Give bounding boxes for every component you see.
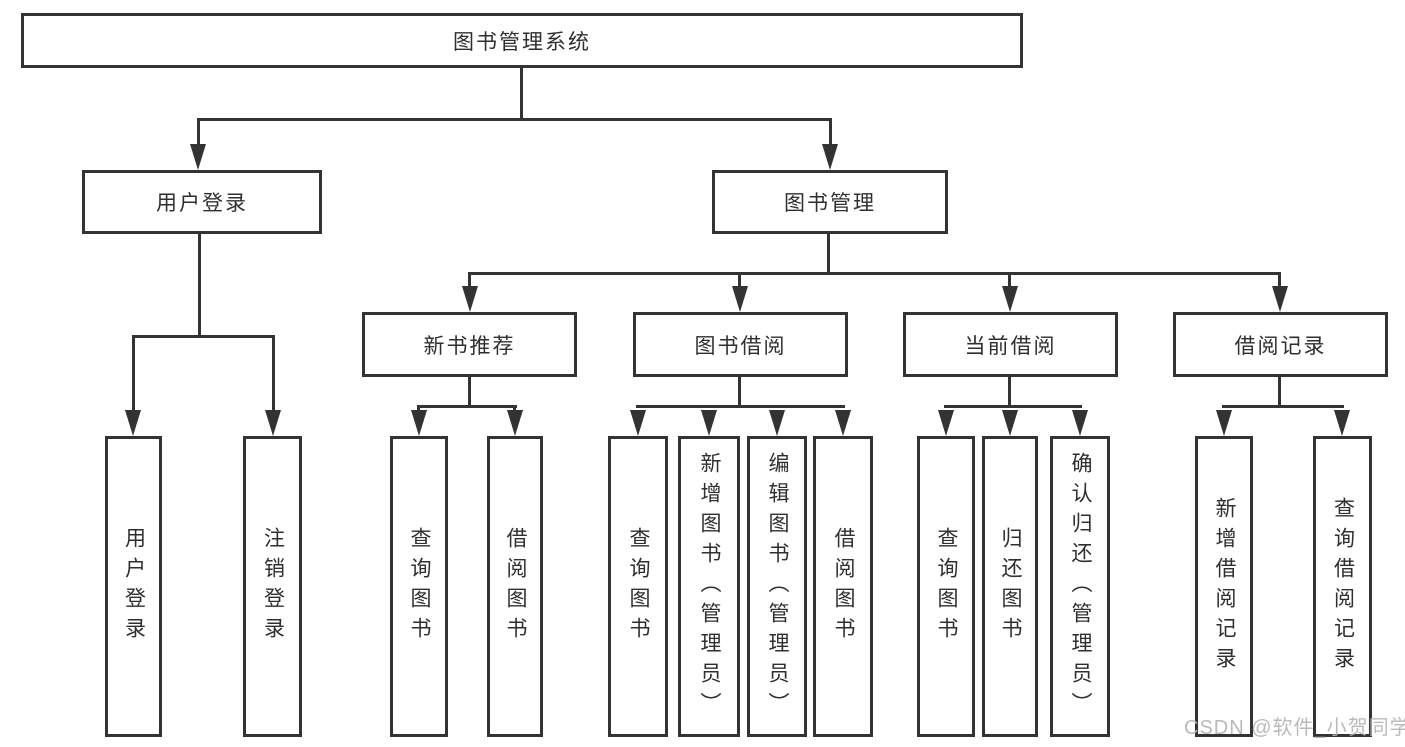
- arrow-down-icon: [630, 410, 646, 436]
- connector-module-stem: [468, 377, 471, 405]
- connector-root-split: [197, 118, 831, 121]
- node-book-management: 图书管理: [712, 170, 948, 234]
- arrow-down-icon: [125, 410, 141, 436]
- connector-module-stem: [738, 377, 741, 405]
- connector-to-module: [1008, 272, 1011, 288]
- arrow-down-icon: [1072, 410, 1088, 436]
- node-add-borrow-record: 新增借阅记录: [1195, 436, 1253, 737]
- connector-module-stem: [1008, 377, 1011, 405]
- connector-to-module: [738, 272, 741, 288]
- connector-leaf-split: [944, 405, 1082, 408]
- node-query-books: 查询图书: [390, 436, 448, 737]
- connector-to-user-login: [197, 118, 200, 146]
- arrow-down-icon: [822, 144, 838, 170]
- connector-user-login-stem: [198, 234, 201, 338]
- node-user-login: 用户登录: [105, 436, 162, 737]
- node-confirm-return-admin: 确认归还（管理员）: [1050, 436, 1110, 737]
- node-query-borrow-record: 查询借阅记录: [1313, 436, 1372, 737]
- node-logout: 注销登录: [243, 436, 302, 737]
- connector-to-leaf: [132, 335, 135, 410]
- arrow-down-icon: [411, 410, 427, 436]
- arrow-down-icon: [938, 410, 954, 436]
- connector-to-module: [468, 272, 471, 288]
- arrow-down-icon: [701, 410, 717, 436]
- arrow-down-icon: [507, 410, 523, 436]
- connector-to-leaf: [272, 335, 275, 410]
- connector-leaf-split: [636, 405, 845, 408]
- node-current-borrow: 当前借阅: [903, 312, 1118, 377]
- watermark: CSDN @软件_小贺同学: [1184, 717, 1405, 739]
- arrow-down-icon: [190, 144, 206, 170]
- arrow-down-icon: [769, 410, 785, 436]
- connector-root-stem: [520, 68, 523, 118]
- arrow-down-icon: [462, 286, 478, 312]
- arrow-down-icon: [1216, 410, 1232, 436]
- connector-user-login-split: [132, 335, 275, 338]
- node-query-books: 查询图书: [608, 436, 668, 737]
- arrow-down-icon: [1272, 286, 1288, 312]
- arrow-down-icon: [265, 410, 281, 436]
- arrow-down-icon: [835, 410, 851, 436]
- connector-book-management-stem: [827, 234, 830, 275]
- node-return-book: 归还图书: [982, 436, 1038, 737]
- node-borrow-records: 借阅记录: [1173, 312, 1388, 377]
- node-library-system: 图书管理系统: [21, 13, 1023, 68]
- connector-module-stem: [1278, 377, 1281, 405]
- arrow-down-icon: [1334, 410, 1350, 436]
- node-new-book-recommend: 新书推荐: [362, 312, 577, 377]
- connector-modules-split: [468, 272, 1281, 275]
- node-book-borrow: 图书借阅: [633, 312, 848, 377]
- connector-leaf-split: [1222, 405, 1344, 408]
- node-borrow-books: 借阅图书: [813, 436, 873, 737]
- connector-to-module: [1278, 272, 1281, 288]
- arrow-down-icon: [732, 286, 748, 312]
- node-add-book-admin: 新增图书（管理员）: [678, 436, 740, 737]
- node-query-books: 查询图书: [917, 436, 975, 737]
- connector-to-book-management: [829, 118, 832, 146]
- connector-leaf-split: [417, 405, 517, 408]
- node-edit-book-admin: 编辑图书（管理员）: [747, 436, 807, 737]
- connector-to-leaf: [417, 405, 420, 413]
- arrow-down-icon: [1002, 286, 1018, 312]
- node-user-login-branch: 用户登录: [82, 170, 322, 234]
- connector-to-leaf: [513, 405, 516, 413]
- node-borrow-books: 借阅图书: [487, 436, 543, 737]
- arrow-down-icon: [1002, 410, 1018, 436]
